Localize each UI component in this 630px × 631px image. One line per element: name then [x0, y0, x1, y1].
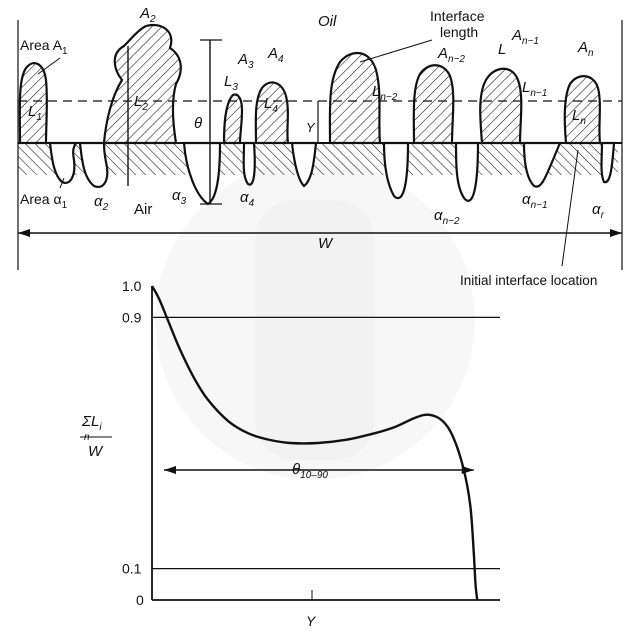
- label-A3: A3: [237, 51, 254, 71]
- label-alpha2: α2: [94, 193, 109, 213]
- air-finger-alpha4: [244, 143, 255, 185]
- label-alpha3: α3: [172, 187, 187, 207]
- label-Ln1: Ln−1: [522, 79, 547, 99]
- air-finger-alphan2: [456, 143, 478, 201]
- x-axis-label: Y: [306, 613, 317, 629]
- label-A4: A4: [267, 45, 284, 65]
- air-finger-alpha2: [80, 143, 107, 187]
- y-axis-label: ΣLi n W: [80, 413, 112, 460]
- label-area-alpha1: Area α1: [20, 191, 68, 211]
- finger-An2: [414, 65, 454, 143]
- interface-diagram: Oil Air Interface length Area A1 Area α1…: [18, 5, 622, 288]
- label-L3: L3: [224, 73, 238, 93]
- label-W: W: [318, 235, 334, 252]
- label-area-a1: Area A1: [20, 37, 68, 57]
- air-finger-alpha1: [50, 143, 76, 183]
- label-Y: Y: [306, 120, 316, 135]
- label-An2: An−2: [437, 45, 465, 65]
- label-alphan1: αn−1: [522, 191, 548, 211]
- y-tick-label-0-1: 0.1: [122, 561, 142, 577]
- label-An1: An−1: [511, 27, 539, 47]
- label-An: An: [577, 39, 594, 59]
- watermark: [155, 160, 475, 480]
- air-finger-theta: [184, 143, 220, 204]
- label-interface-length-1: Interface: [430, 8, 485, 24]
- label-theta: θ: [194, 115, 202, 132]
- air-finger-alphar: [602, 143, 615, 182]
- y-label-denominator: W: [88, 443, 104, 460]
- y-tick-label-0: 0: [136, 592, 144, 608]
- label-A2: A2: [139, 5, 156, 25]
- finger-An: [565, 76, 600, 143]
- finger-An1: [480, 69, 521, 143]
- finger-A3: [224, 95, 242, 143]
- leader-interface: [360, 40, 432, 62]
- y-tick-label-0-9: 0.9: [122, 309, 142, 325]
- theta-span-arrow-left: [164, 466, 176, 474]
- w-arrow-left: [18, 229, 30, 237]
- label-air: Air: [134, 201, 152, 218]
- y-tick-label-1-0: 1.0: [122, 278, 142, 294]
- finger-A2: [104, 25, 181, 143]
- label-alphar: αr: [592, 201, 605, 221]
- label-initial-interface: Initial interface location: [460, 273, 597, 288]
- label-Lbar: L: [498, 41, 506, 58]
- label-oil: Oil: [318, 13, 337, 30]
- label-interface-length-2: length: [440, 24, 478, 40]
- w-arrow-right: [610, 229, 622, 237]
- y-label-numerator: ΣLi: [81, 413, 102, 433]
